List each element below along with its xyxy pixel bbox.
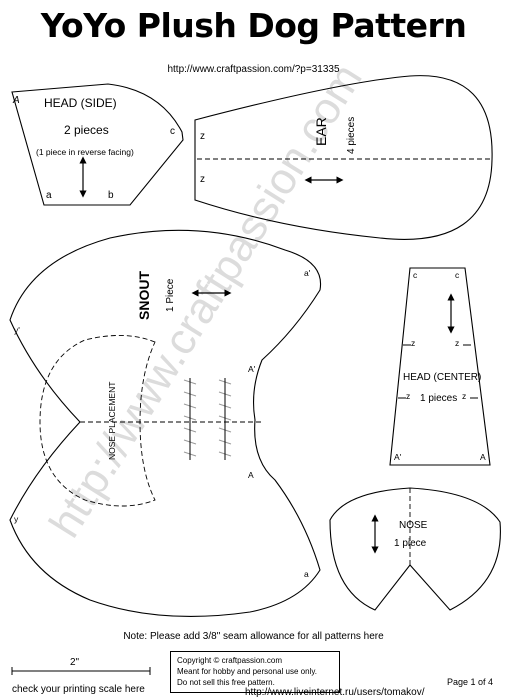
snout-mark-a-prime: a' [304,268,311,278]
snout-mark-y-prime: y' [14,325,20,335]
head-center-mark-z: z [455,338,460,348]
snout-outline [9,229,322,617]
ear-mark-z-top: z [200,131,205,142]
head-center-mark-z: z [462,391,467,401]
head-side-note: (1 piece in reverse facing) [36,147,134,157]
mark-c: c [170,126,175,137]
head-center-mark-c-left: c [413,270,418,280]
snout-mark-A: A [248,470,254,480]
scale-caption: check your printing scale here [12,684,145,695]
copyright-line: Meant for hobby and personal use only. [177,667,317,676]
head-center-count: 1 pieces [420,393,458,404]
page-url[interactable]: http://www.craftpassion.com/?p=31335 [167,64,340,75]
ear-count: 4 pieces [346,116,357,154]
mark-A: A [13,95,20,106]
snout-name: SNOUT [136,271,152,320]
head-side-name: HEAD (SIDE) [44,96,117,110]
seam-allowance-note: Note: Please add 3/8" seam allowance for… [123,631,384,642]
ear-mark-z-bottom: z [200,174,205,185]
nose-outline [329,487,501,611]
head-center-mark-z: z [406,391,411,401]
nose-count: 1 piece [394,538,427,549]
snout-mark-A-prime: A' [248,364,256,374]
scale-label: 2" [70,657,80,668]
copyright-box: Copyright © craftpassion.com Meant for h… [170,651,340,693]
mark-a: a [46,190,52,201]
head-center-name: HEAD (CENTER) [403,372,482,383]
nose-placement-label: NOSE PLACEMENT [107,381,117,460]
mark-b: b [108,190,114,201]
nose-name: NOSE [399,520,428,531]
head-center-mark-c-right: c [455,270,460,280]
snout-count: 1 Piece [165,278,176,312]
head-center-mark-z: z [411,338,416,348]
nose-placement-outline [39,335,156,507]
head-center-mark-A: A [480,452,486,462]
head-side-count: 2 pieces [64,123,109,137]
ear-outline [194,75,493,240]
snout-mark-a: a [304,569,309,579]
head-side-outline [11,83,184,206]
page-number: Page 1 of 4 [447,677,494,687]
head-center-outline [389,267,491,466]
copyright-line: Do not sell this free pattern. [177,678,275,687]
snout-mark-y: y [14,514,19,524]
copyright-line: Copyright © craftpassion.com [177,656,283,665]
footer-url[interactable]: http://www.liveinternet.ru/users/tomakov… [245,687,425,698]
ear-name: EAR [313,117,329,146]
head-center-mark-A-prime: A' [394,452,402,462]
page-title: YoYo Plush Dog Pattern [40,6,467,45]
